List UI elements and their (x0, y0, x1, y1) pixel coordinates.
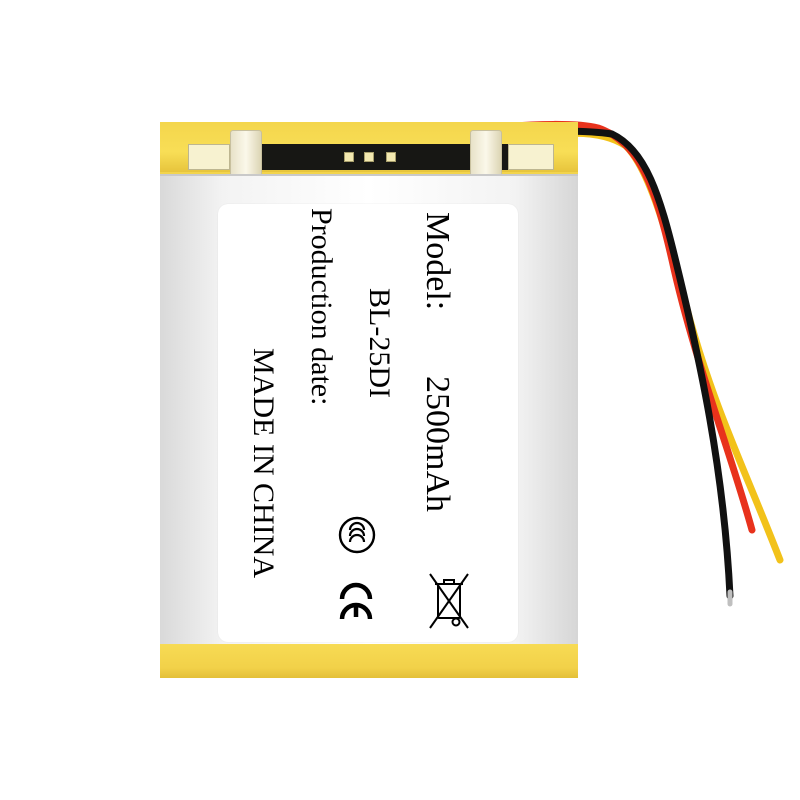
ce-mark-icon (339, 582, 373, 620)
crossed-bin-icon (429, 573, 469, 629)
solder-point (364, 152, 374, 162)
solder-point (344, 152, 354, 162)
pcb-pad-left (188, 144, 230, 170)
capacity-text: 2500mAh (419, 376, 456, 512)
model-label: Model: (419, 212, 456, 311)
terminal-tab-right (470, 130, 502, 176)
model-code: BL-25DI (363, 288, 396, 398)
bottom-wrap (160, 644, 578, 678)
origin-text: MADE IN CHINA (247, 348, 280, 578)
terminal-tab-left (230, 130, 262, 176)
spec-label (218, 204, 518, 642)
solder-point (386, 152, 396, 162)
ccc-icon (338, 516, 376, 554)
production-date-label: Production date: (305, 208, 338, 406)
pcb-pad-right (508, 144, 554, 170)
